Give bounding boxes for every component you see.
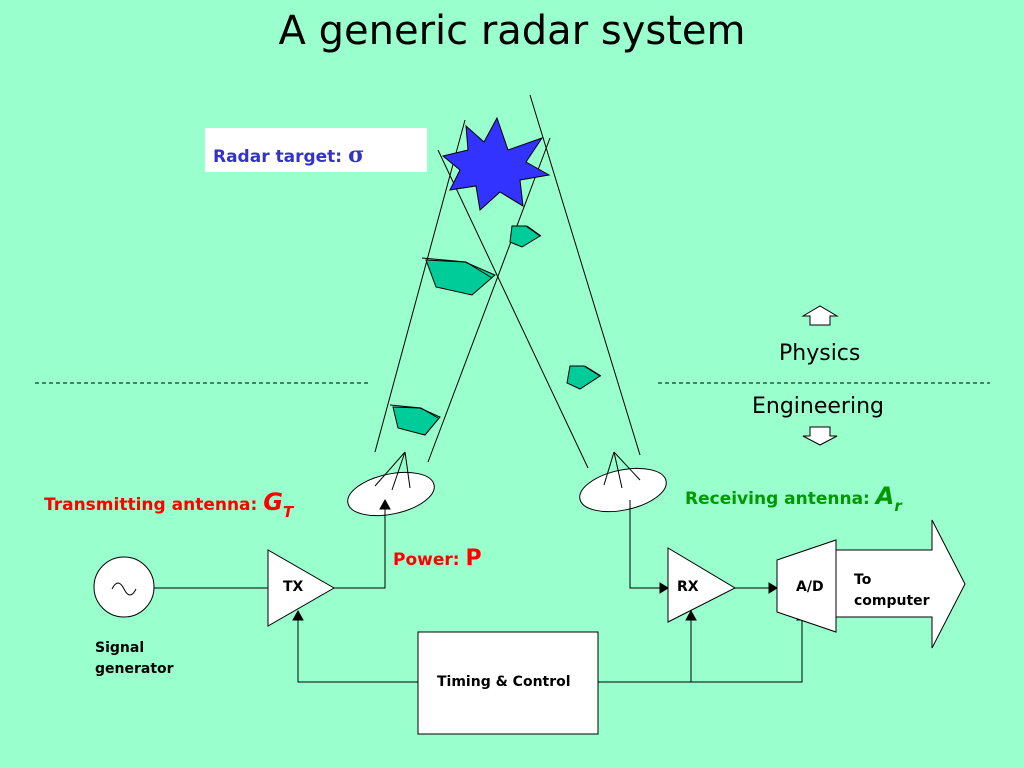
physics-label: Physics: [779, 341, 861, 366]
to-computer-arrow: [835, 519, 966, 649]
wires: [154, 498, 808, 683]
rx-amplifier: [667, 547, 737, 623]
signal-generator-line1: Signal: [95, 640, 145, 656]
ad-converter: [776, 539, 837, 633]
wave-packet-icon: [509, 225, 542, 248]
radar-target-text: Radar target:: [213, 147, 343, 167]
rx-beam-right: [529, 94, 641, 456]
engineering-label: Engineering: [752, 394, 884, 419]
signal-generator-icon: [93, 556, 155, 618]
tx-beam-right: [427, 137, 551, 463]
wave-packet-icon: [566, 365, 602, 390]
rx-antenna-dish-icon: [579, 451, 667, 513]
arrow-down-icon: [802, 426, 838, 446]
signal-generator-label: Signal generator: [95, 638, 174, 680]
signal-generator-line2: generator: [95, 661, 174, 677]
tx-gain-symbol: G: [263, 488, 283, 516]
rx-antenna-text: Receiving antenna:: [685, 489, 870, 509]
to-computer-line1: To: [854, 572, 872, 588]
page-title: A generic radar system: [278, 8, 746, 54]
power-symbol: P: [465, 546, 482, 571]
power-label: Power: P: [393, 546, 482, 571]
sigma-symbol: σ: [348, 142, 365, 168]
tx-gain-subscript: T: [282, 503, 294, 521]
timing-control-label: Timing & Control: [437, 674, 571, 690]
radar-target-icon: [441, 116, 551, 211]
rx-label: RX: [677, 579, 699, 595]
radar-target-label: Radar target:σ: [213, 142, 364, 168]
timing-control-box: [417, 631, 599, 735]
to-computer-label: To computer: [854, 570, 930, 612]
ad-label: A/D: [796, 579, 824, 595]
arrow-up-icon: [801, 305, 839, 326]
wave-packet-icon: [389, 404, 441, 436]
wave-packet-icon: [421, 257, 496, 296]
tx-amplifier: [267, 549, 336, 627]
tx-antenna-dish-icon: [347, 451, 435, 517]
rx-area-subscript: r: [894, 497, 902, 515]
rx-area-symbol: A: [875, 482, 895, 510]
tx-antenna-text: Transmitting antenna:: [44, 495, 258, 515]
to-computer-line2: computer: [854, 593, 930, 609]
tx-label: TX: [283, 579, 304, 595]
power-text: Power:: [393, 550, 460, 570]
rx-antenna-label: Receiving antenna: Ar: [685, 482, 902, 515]
radar-target-label-box: [205, 128, 427, 172]
tx-antenna-label: Transmitting antenna: GT: [44, 488, 293, 521]
rx-beam-left: [437, 149, 589, 469]
